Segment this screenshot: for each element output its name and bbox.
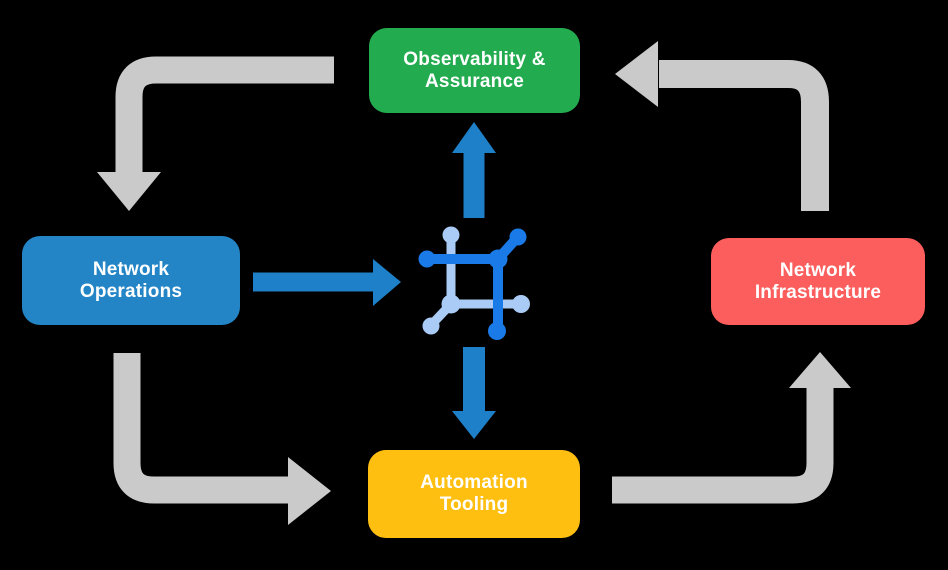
cycle-arrow-top-left [97,56,334,211]
cycle-arrow-top-right [615,41,829,211]
node-observability-label: Observability & Assurance [403,48,546,92]
cycle-arrow-bottom-right [612,352,851,504]
node-network-infrastructure: Network Infrastructure [711,238,925,325]
flow-arrow-down [452,347,496,439]
node-network-operations: Network Operations [22,236,240,325]
node-automation-label: Automation Tooling [420,472,528,515]
node-operations-label: Network Operations [79,258,183,302]
node-observability-assurance: Observability & Assurance [369,28,580,113]
cycle-arrow-bottom-left [113,353,331,525]
node-automation-tooling: Automation Tooling [368,450,580,538]
node-infrastructure-label: Network Infrastructure [754,259,882,303]
network-fabric-icon [418,226,530,340]
flow-arrow-up [452,122,496,218]
flow-arrow-right [253,259,401,306]
